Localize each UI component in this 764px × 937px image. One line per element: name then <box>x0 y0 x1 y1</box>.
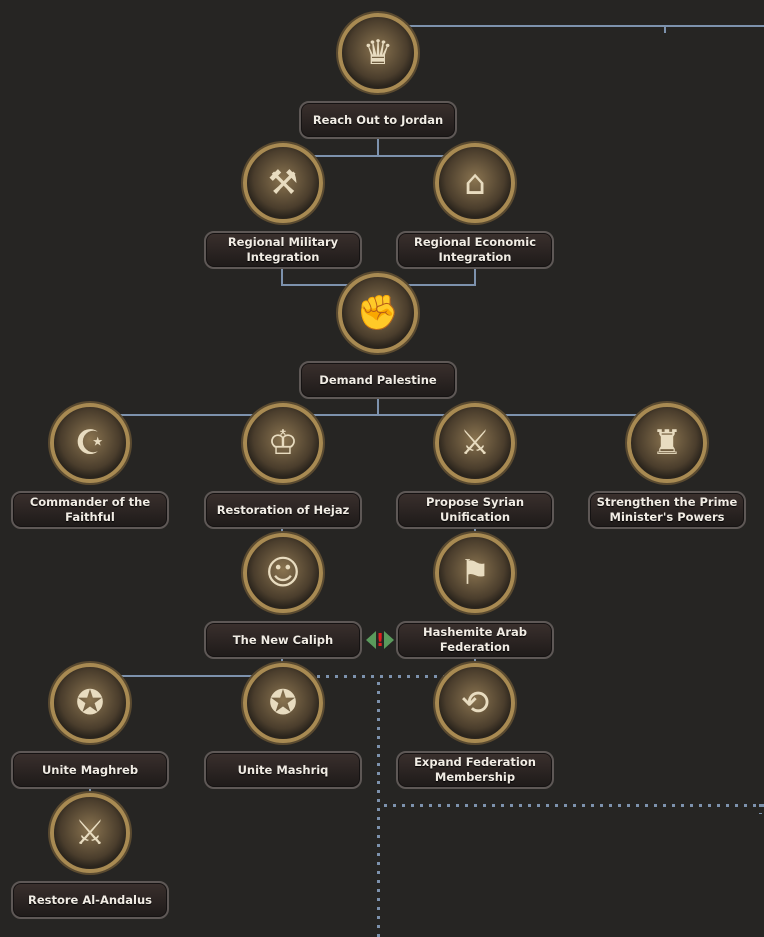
focus-haf[interactable]: ⚑ Hashemite Arab Federation <box>396 533 554 663</box>
connector-line <box>664 25 666 33</box>
dotted-connector <box>377 682 380 937</box>
focus-faith[interactable]: ☪ Commander of the Faithful <box>11 403 169 533</box>
focus-label[interactable]: Restoration of Hejaz <box>204 491 362 529</box>
focus-hejaz[interactable]: ♔ Restoration of Hejaz <box>204 403 362 533</box>
expand-arrows-icon[interactable]: ⟲ <box>435 663 515 743</box>
dotted-connector <box>759 804 762 814</box>
caliph-portrait-icon[interactable]: ☺ <box>243 533 323 613</box>
focus-syria[interactable]: ⚔ Propose Syrian Unification <box>396 403 554 533</box>
focus-label[interactable]: Regional Economic Integration <box>396 231 554 269</box>
connector-line <box>281 155 476 157</box>
focus-caliph[interactable]: ☺ The New Caliph <box>204 533 362 663</box>
connector-line <box>89 675 283 677</box>
focus-label[interactable]: Hashemite Arab Federation <box>396 621 554 659</box>
focus-label[interactable]: Expand Federation Membership <box>396 751 554 789</box>
focus-label[interactable]: Regional Military Integration <box>204 231 362 269</box>
factory-icon[interactable]: ⚒ <box>243 143 323 223</box>
coat-of-arms-icon[interactable]: ♛ <box>338 13 418 93</box>
focus-label[interactable]: Unite Mashriq <box>204 751 362 789</box>
spain-swords-icon[interactable]: ⚔ <box>50 793 130 873</box>
dotted-connector <box>384 804 764 807</box>
hejaz-arms-icon[interactable]: ♔ <box>243 403 323 483</box>
map-maghreb-icon[interactable]: ✪ <box>50 663 130 743</box>
focus-andalus[interactable]: ⚔ Restore Al-Andalus <box>11 793 169 923</box>
industry-icon[interactable]: ⌂ <box>435 143 515 223</box>
connector-line <box>89 414 668 416</box>
focus-label[interactable]: Strengthen the Prime Minister's Powers <box>588 491 746 529</box>
connector-line <box>377 25 764 27</box>
focus-maghreb[interactable]: ✪ Unite Maghreb <box>11 663 169 793</box>
focus-label[interactable]: Unite Maghreb <box>11 751 169 789</box>
connector-line <box>377 139 379 155</box>
focus-eco[interactable]: ⌂ Regional Economic Integration <box>396 143 554 273</box>
crossed-flags-icon[interactable]: ⚔ <box>435 403 515 483</box>
focus-label[interactable]: The New Caliph <box>204 621 362 659</box>
focus-pal[interactable]: ✊ Demand Palestine <box>299 273 457 403</box>
focus-label[interactable]: Demand Palestine <box>299 361 457 399</box>
focus-label[interactable]: Restore Al-Andalus <box>11 881 169 919</box>
focus-mashriq[interactable]: ✪ Unite Mashriq <box>204 663 362 793</box>
federation-flag-icon[interactable]: ⚑ <box>435 533 515 613</box>
connector-line <box>474 268 476 286</box>
focus-jordan[interactable]: ♛ Reach Out to Jordan <box>299 13 457 143</box>
focus-mil[interactable]: ⚒ Regional Military Integration <box>204 143 362 273</box>
focus-expand[interactable]: ⟲ Expand Federation Membership <box>396 663 554 793</box>
crescent-icon[interactable]: ☪ <box>50 403 130 483</box>
focus-label[interactable]: Reach Out to Jordan <box>299 101 457 139</box>
focus-label[interactable]: Commander of the Faithful <box>11 491 169 529</box>
mutually-exclusive-icon: ! <box>364 629 396 651</box>
focus-pm[interactable]: ♜ Strengthen the Prime Minister's Powers <box>588 403 746 533</box>
connector-line <box>377 398 379 416</box>
map-mashriq-icon[interactable]: ✪ <box>243 663 323 743</box>
connector-line <box>281 268 283 286</box>
fist-map-icon[interactable]: ✊ <box>338 273 418 353</box>
torch-shield-icon[interactable]: ♜ <box>627 403 707 483</box>
dotted-connector <box>290 675 474 678</box>
focus-label[interactable]: Propose Syrian Unification <box>396 491 554 529</box>
